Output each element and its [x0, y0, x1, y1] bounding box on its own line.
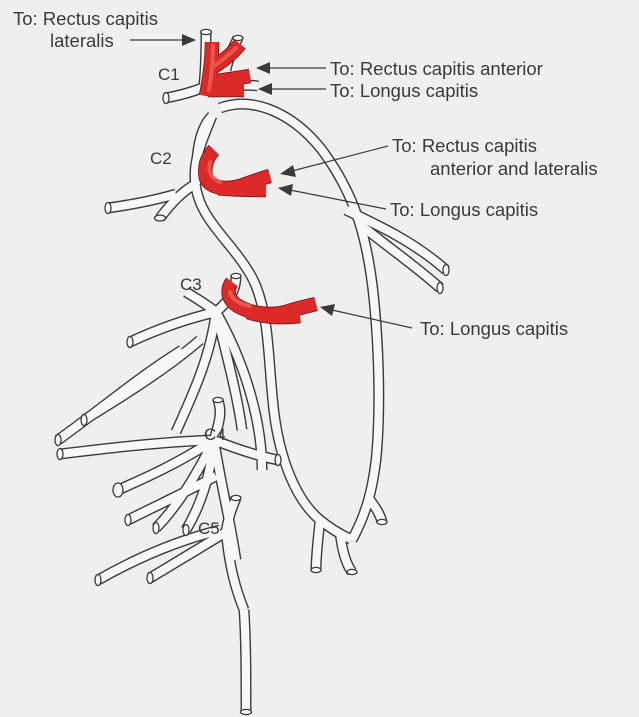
nerve-cut-ends: [55, 29, 449, 714]
c2-muscular-branches: [205, 150, 270, 190]
label-c2-rectus-capitis-line1: To: Rectus capitis: [392, 135, 537, 156]
level-label-c2: C2: [150, 148, 172, 169]
label-rectus-capitis-lateralis-line1: To: Rectus capitis: [13, 8, 158, 29]
level-label-c3: C3: [180, 274, 202, 295]
label-rectus-capitis-lateralis-line2: lateralis: [50, 30, 114, 51]
label-c3-longus-capitis: To: Longus capitis: [420, 318, 568, 339]
label-c1-longus-capitis: To: Longus capitis: [330, 80, 478, 101]
c3-muscular-branches: [229, 282, 316, 317]
label-c2-longus-capitis: To: Longus capitis: [390, 199, 538, 220]
nerve-fill-layer: [58, 32, 446, 712]
level-label-c1: C1: [158, 64, 180, 85]
level-label-c5: C5: [198, 518, 220, 539]
level-label-c4: C4: [204, 424, 226, 445]
label-c2-rectus-capitis-line2: anterior and lateralis: [430, 158, 598, 179]
nerve-outline-layer: [58, 32, 446, 712]
label-c1-rectus-capitis-anterior: To: Rectus capitis anterior: [330, 58, 543, 79]
